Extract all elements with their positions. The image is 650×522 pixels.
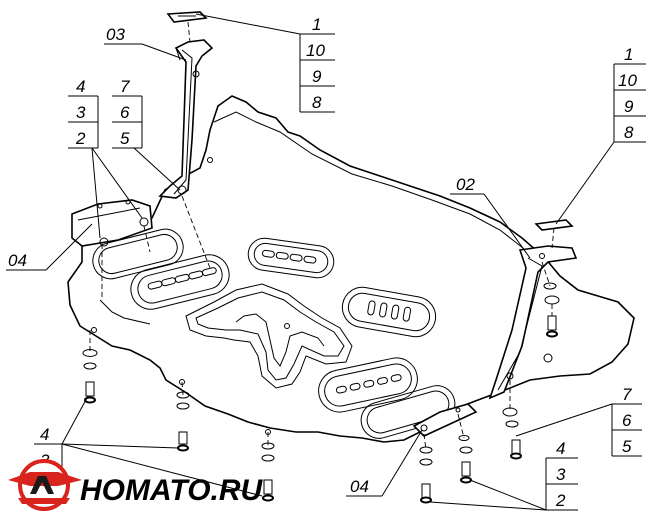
vent-ribs (147, 249, 412, 394)
recess-slot (318, 357, 418, 413)
label-top-right-1: 1 (624, 45, 633, 64)
label-part-03: 03 (106, 25, 125, 44)
recess-slot (247, 237, 335, 279)
callout-labels: 1 10 9 8 03 4 3 2 7 6 5 04 1 10 9 8 02 7… (8, 15, 637, 510)
label-top-right-10: 10 (618, 71, 637, 90)
mount-hole (91, 327, 97, 333)
label-bottom-right-4: 4 (556, 439, 565, 458)
logo-emblem (8, 459, 82, 511)
mount-hole (284, 323, 290, 329)
recess-slot (130, 254, 230, 310)
recess-slot-inner (253, 242, 329, 274)
bracket-03 (158, 11, 214, 199)
assembly-lines (89, 21, 555, 451)
skid-plate-outline (67, 95, 635, 443)
label-left-5: 5 (120, 129, 130, 148)
mount-hole (207, 157, 213, 163)
plate-bend-line (213, 111, 529, 253)
label-part-04-left: 04 (8, 251, 27, 270)
recess-slot-inner (366, 390, 450, 434)
recess-slot-inner (347, 292, 431, 332)
label-bottom-right-2: 2 (555, 491, 566, 510)
label-part-02: 02 (456, 175, 475, 194)
label-left-4: 4 (76, 77, 85, 96)
label-top-center-1: 1 (312, 15, 321, 34)
recess-slot-inner (98, 233, 178, 275)
label-left-2: 2 (75, 129, 86, 148)
label-right-5: 5 (622, 437, 632, 456)
mount-hole (543, 353, 553, 363)
label-right-7: 7 (622, 385, 632, 404)
center-stamping (185, 283, 353, 389)
bracket-02 (488, 219, 578, 400)
logo-text: HOMATO.RU (80, 474, 264, 507)
label-bottom-right-3: 3 (556, 465, 566, 484)
recess-slot (360, 385, 456, 439)
recess-slot (341, 286, 437, 338)
recess-slot-inner (137, 260, 223, 304)
label-top-right-9: 9 (624, 97, 634, 116)
label-top-center-9: 9 (312, 67, 322, 86)
label-left-6: 6 (120, 103, 130, 122)
label-top-right-8: 8 (624, 123, 634, 142)
center-stamping-inner (195, 291, 345, 381)
homato-logo: HOMATO.RU (8, 459, 264, 511)
label-part-04-bottom: 04 (350, 477, 369, 496)
leader-lines (6, 13, 646, 511)
center-stamping-core (235, 313, 325, 367)
label-left-7: 7 (120, 77, 130, 96)
plate-bend-line-lower (99, 299, 151, 325)
label-bottom-left-4: 4 (40, 425, 49, 444)
label-top-center-8: 8 (312, 93, 322, 112)
label-right-6: 6 (622, 411, 632, 430)
label-left-3: 3 (76, 103, 86, 122)
recess-slot-inner (324, 363, 412, 407)
label-top-center-10: 10 (306, 41, 325, 60)
